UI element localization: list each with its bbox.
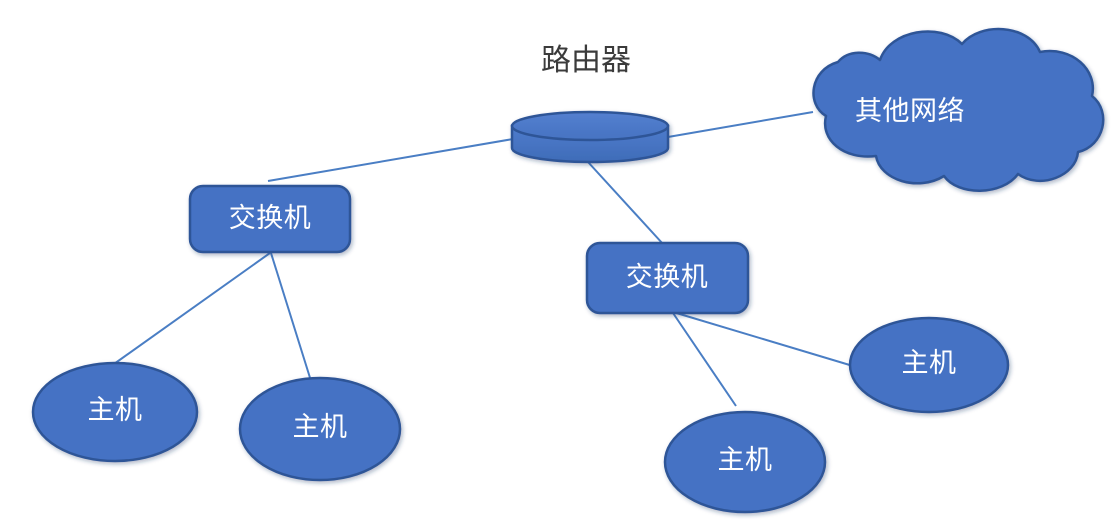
node-host-3[interactable]: 主机 (663, 410, 827, 514)
node-router[interactable]: 路由器 (510, 44, 670, 164)
switch-right-label: 交换机 (626, 262, 709, 292)
node-switch-right[interactable]: 交换机 (585, 241, 750, 315)
switch-left-label: 交换机 (229, 203, 312, 233)
link-group (113, 111, 854, 407)
cloud-icon (812, 27, 1105, 192)
cloud-label: 其他网络 (855, 96, 965, 126)
node-host-2[interactable]: 主机 (238, 376, 402, 482)
link-switch-right-to-host-4 (672, 311, 854, 367)
node-cloud-other-networks[interactable]: 其他网络 (812, 27, 1105, 192)
host-2-label: 主机 (293, 412, 348, 442)
link-switch-left-to-router (267, 138, 514, 182)
link-router-to-cloud (667, 111, 814, 138)
switch-left-box (188, 184, 352, 254)
host-2-shape (238, 376, 402, 482)
host-3-shape (663, 410, 827, 514)
link-switch-left-to-host-2 (270, 252, 312, 382)
node-host-4[interactable]: 主机 (848, 316, 1010, 414)
node-switch-left[interactable]: 交换机 (188, 184, 352, 254)
node-host-1[interactable]: 主机 (31, 361, 199, 463)
host-3-label: 主机 (718, 445, 773, 475)
host-1-shape (31, 361, 199, 463)
router-cylinder-top (510, 110, 670, 142)
link-switch-right-to-host-3 (672, 312, 737, 407)
host-1-label: 主机 (88, 395, 143, 425)
host-4-label: 主机 (902, 348, 957, 378)
host-4-shape (848, 316, 1010, 414)
switch-right-box (585, 241, 750, 315)
link-router-to-switch-right (587, 161, 664, 245)
link-switch-left-to-host-1 (113, 252, 271, 365)
router-title-label: 路由器 (541, 44, 631, 77)
